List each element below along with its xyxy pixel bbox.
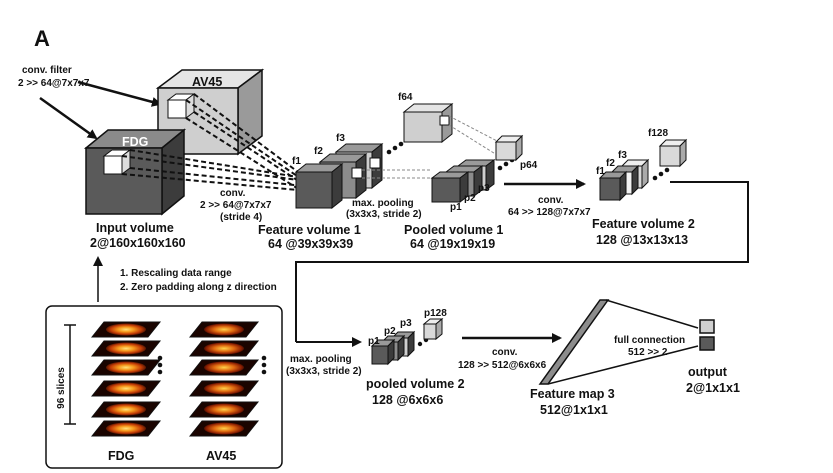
av45-slice-heatmap (204, 342, 244, 355)
full-connection-spec: 512 >> 2 (628, 347, 668, 358)
av45-slice-heatmap (204, 382, 244, 395)
av45-label: AV45 (192, 75, 222, 89)
av45-slice-heatmap (204, 361, 244, 374)
slices-fdg-label: FDG (108, 449, 134, 463)
pv1-label-p1: p1 (450, 202, 462, 213)
pv1-label-p3: p3 (478, 183, 490, 194)
output-node-1 (699, 319, 715, 334)
pv2-label-p2: p2 (384, 326, 396, 337)
pool2-spec: (3x3x3, stride 2) (286, 366, 362, 377)
fdg-slice-heatmap (106, 403, 146, 416)
output-node-2 (699, 336, 715, 351)
full-connection-label: full connection (614, 335, 685, 346)
pool2-label: max. pooling (290, 354, 352, 365)
conv3-spec: 128 >> 512@6x6x6 (458, 360, 547, 371)
fv1-ellipsis (386, 141, 404, 155)
conv-filter-label: conv. filter (22, 65, 72, 76)
fdg-slice-heatmap (106, 382, 146, 395)
feature-map-3-title: Feature map 3 (530, 387, 615, 401)
panel-label: A (34, 26, 50, 51)
feature-volume-2-title: Feature volume 2 (592, 217, 695, 231)
pv1-label-p2: p2 (464, 193, 476, 204)
feature-volume-1-dims: 64 @39x39x39 (268, 237, 353, 251)
fv2-f128-cube (658, 138, 688, 168)
fv2-label-f2: f2 (606, 158, 615, 169)
input-volume-title: Input volume (96, 221, 174, 235)
feature-map-3-dims: 512@1x1x1 (540, 403, 608, 417)
fv2-label-f128: f128 (648, 128, 668, 139)
conv-projection-lines (121, 93, 307, 191)
av45-input-cube: AV45 (155, 68, 265, 156)
output-dims: 2@1x1x1 (686, 381, 740, 395)
fdg-slice-heatmap (106, 342, 146, 355)
pool1-label: max. pooling (352, 198, 414, 209)
conv1-stride: (stride 4) (220, 212, 262, 223)
pv1-p64-cube (494, 134, 524, 162)
av45-slice-heatmap (204, 403, 244, 416)
feature-volume-1-title: Feature volume 1 (258, 223, 361, 237)
pooled-volume-1-title: Pooled volume 1 (404, 223, 503, 237)
conv1-label: conv. (220, 188, 246, 199)
fv2-to-pool2-connector (295, 181, 749, 342)
fdg-slice-heatmap (106, 422, 146, 435)
pv2-label-p128: p128 (424, 308, 447, 319)
fv2-label-f1: f1 (596, 166, 605, 177)
pooled-volume-1-stack (430, 159, 496, 203)
fv1-label-f3: f3 (336, 133, 345, 144)
fdg-slice-heatmap (106, 323, 146, 336)
full-connection-lines (547, 299, 699, 385)
slice-stacks (90, 321, 260, 437)
pv1-label-p64: p64 (520, 160, 538, 171)
feature-volume-2-stack (598, 158, 650, 202)
fv2-ellipsis (652, 167, 670, 181)
conv-filter-spec: 2 >> 64@7x7x7 (18, 78, 90, 89)
conv2-spec: 64 >> 128@7x7x7 (508, 207, 591, 218)
pooled-volume-2-stack (370, 330, 416, 366)
conv-filter-arrow-av45 (77, 80, 162, 107)
pooled-volume-2-dims: 128 @6x6x6 (372, 393, 443, 407)
pooled-volume-2-title: pooled volume 2 (366, 377, 465, 391)
fdg-input-cube: FDG (83, 128, 187, 216)
slices-count-label: 96 slices (56, 367, 67, 409)
fv2-label-f3: f3 (618, 150, 627, 161)
conv2-label: conv. (538, 195, 564, 206)
conv1-spec: 2 >> 64@7x7x7 (200, 200, 272, 211)
pv2-label-p3: p3 (400, 318, 412, 329)
pv2-label-p1: p1 (368, 336, 380, 347)
fdg-label: FDG (122, 135, 148, 149)
pool1-spec: (3x3x3, stride 2) (346, 209, 422, 220)
input-volume-dims: 2@160x160x160 (90, 236, 186, 250)
feature-volume-2-dims: 128 @13x13x13 (596, 233, 688, 247)
pool1-projection-lines (362, 115, 498, 179)
fv1-label-f1: f1 (292, 156, 301, 167)
pooled-volume-1-dims: 64 @19x19x19 (410, 237, 495, 251)
preprocessing-step-2: 2. Zero padding along z direction (120, 282, 277, 293)
pv2-p128-cube (422, 317, 444, 341)
av45-slice-heatmap (204, 323, 244, 336)
fv1-label-f64: f64 (398, 92, 413, 103)
feature-volume-1-stack (294, 142, 384, 210)
conv3-label: conv. (492, 347, 518, 358)
av45-slice-heatmap (204, 422, 244, 435)
fdg-slice-heatmap (106, 361, 146, 374)
conv-filter-arrow-fdg (39, 96, 98, 140)
slices-av45-label: AV45 (206, 449, 236, 463)
fdg-slices-ellipsis (157, 355, 163, 375)
output-title: output (688, 365, 728, 379)
fv1-f64-cube (402, 102, 454, 144)
preprocessing-step-1: 1. Rescaling data range (120, 268, 232, 279)
fv1-label-f2: f2 (314, 146, 323, 157)
av45-slices-ellipsis (261, 355, 267, 375)
